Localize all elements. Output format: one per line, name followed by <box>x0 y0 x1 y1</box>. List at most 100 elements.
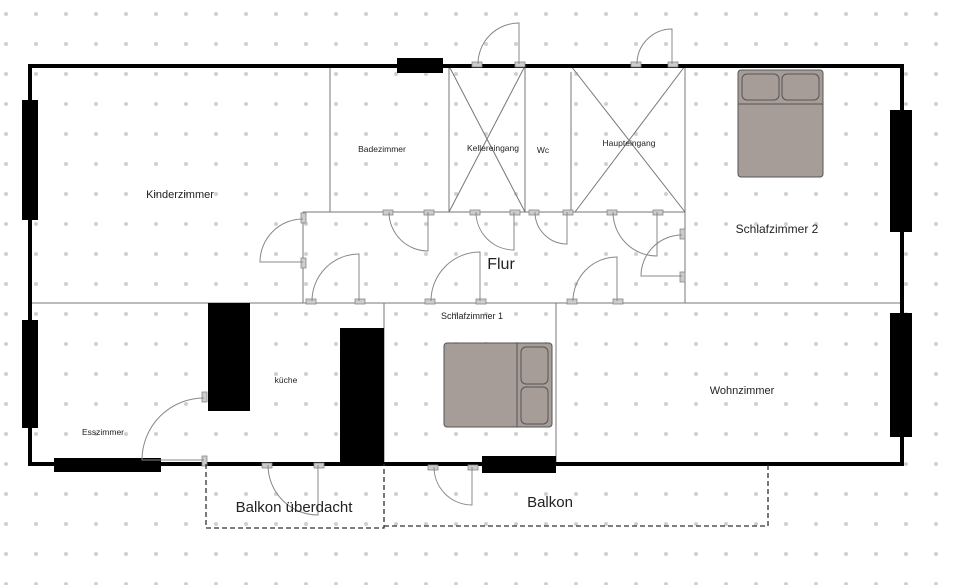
door <box>427 464 479 506</box>
grid-dot <box>844 72 848 76</box>
grid-dot <box>724 492 728 496</box>
grid-dot <box>754 582 758 585</box>
grid-dot <box>394 192 398 196</box>
bed-schlafzimmer-1 <box>443 342 553 428</box>
grid-dot <box>514 72 518 76</box>
grid-dot <box>604 342 608 346</box>
grid-dot <box>244 102 248 106</box>
grid-dot <box>484 12 488 16</box>
grid-dot <box>934 192 938 196</box>
grid-dot <box>754 492 758 496</box>
grid-dot <box>604 102 608 106</box>
grid-dot <box>64 492 68 496</box>
grid-dot <box>34 522 38 526</box>
grid-dot <box>754 402 758 406</box>
label-wc: Wc <box>537 145 550 155</box>
grid-dot <box>514 222 518 226</box>
grid-dot <box>334 252 338 256</box>
grid-dot <box>394 372 398 376</box>
grid-dot <box>874 522 878 526</box>
grid-dot <box>844 432 848 436</box>
grid-dot <box>844 252 848 256</box>
grid-dot <box>904 492 908 496</box>
grid-dot <box>544 522 548 526</box>
grid-dot <box>124 72 128 76</box>
grid-dot <box>904 552 908 556</box>
door <box>640 228 686 283</box>
grid-dot <box>664 42 668 46</box>
door <box>606 209 664 257</box>
grid-dot <box>274 522 278 526</box>
grid-dot <box>424 102 428 106</box>
grid-dot <box>364 252 368 256</box>
grid-dot <box>724 342 728 346</box>
grid-dot <box>664 252 668 256</box>
door <box>141 391 208 467</box>
grid-dot <box>274 162 278 166</box>
grid-dot <box>514 42 518 46</box>
grid-dot <box>304 162 308 166</box>
grid-dot <box>364 162 368 166</box>
grid-dot <box>634 582 638 585</box>
balconies <box>205 464 769 529</box>
grid-dot <box>664 552 668 556</box>
grid-dot <box>64 222 68 226</box>
grid-dot <box>34 282 38 286</box>
grid-dot <box>514 162 518 166</box>
label-kueche: küche <box>275 375 298 385</box>
grid-dot <box>334 582 338 585</box>
grid-dot <box>304 552 308 556</box>
grid-dot <box>154 162 158 166</box>
grid-dot <box>244 72 248 76</box>
grid-dot <box>844 342 848 346</box>
grid-dot <box>154 582 158 585</box>
label-schlafzimmer-2: Schlafzimmer 2 <box>736 222 819 236</box>
grid-dot <box>364 222 368 226</box>
grid-dot <box>934 492 938 496</box>
grid-dot <box>4 252 8 256</box>
grid-dot <box>784 372 788 376</box>
grid-dot <box>424 522 428 526</box>
grid-dot <box>574 342 578 346</box>
grid-dot <box>364 552 368 556</box>
grid-dot <box>454 222 458 226</box>
window <box>54 458 161 472</box>
grid-dot <box>664 222 668 226</box>
grid-dot <box>124 342 128 346</box>
grid-dot <box>724 162 728 166</box>
grid-dot <box>64 312 68 316</box>
grid-dot <box>874 222 878 226</box>
grid-dot <box>334 102 338 106</box>
grid-dot <box>574 312 578 316</box>
grid-dot <box>844 282 848 286</box>
grid-dot <box>604 252 608 256</box>
grid-dot <box>184 102 188 106</box>
grid-dot <box>304 102 308 106</box>
grid-dot <box>364 522 368 526</box>
grid-dot <box>784 12 788 16</box>
grid-dot <box>514 12 518 16</box>
grid-dot <box>4 282 8 286</box>
grid-dot <box>934 372 938 376</box>
grid-dot <box>604 432 608 436</box>
grid-dot <box>304 42 308 46</box>
grid-dot <box>4 102 8 106</box>
grid-dot <box>184 342 188 346</box>
grid-dot <box>454 432 458 436</box>
grid-dot <box>394 132 398 136</box>
grid-dot <box>724 132 728 136</box>
grid-dot <box>454 192 458 196</box>
grid-dot <box>304 522 308 526</box>
grid-dot <box>274 582 278 585</box>
door <box>630 28 679 68</box>
window <box>482 456 556 473</box>
grid-dot <box>154 12 158 16</box>
grid-dot <box>784 342 788 346</box>
grid-dot <box>274 432 278 436</box>
grid-dot <box>4 552 8 556</box>
grid-dot <box>64 372 68 376</box>
grid-dot <box>754 312 758 316</box>
grid-dot <box>184 252 188 256</box>
grid-dot <box>754 522 758 526</box>
grid-dot <box>874 342 878 346</box>
